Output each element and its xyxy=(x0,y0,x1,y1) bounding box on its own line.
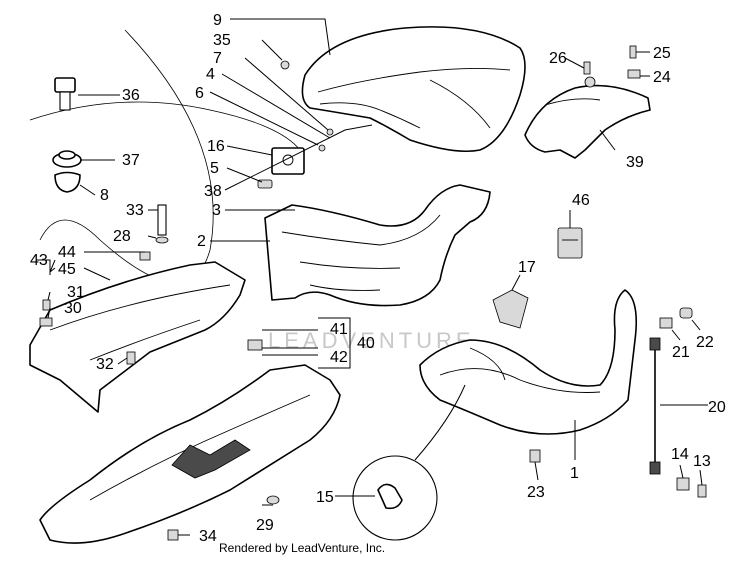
callout-17: 17 xyxy=(518,259,536,276)
callout-31: 31 xyxy=(67,284,85,301)
callout-4: 4 xyxy=(206,66,215,83)
callout-labels: 9 35 7 4 6 36 16 37 5 38 8 3 33 28 2 44 … xyxy=(30,12,726,545)
callout-22: 22 xyxy=(696,334,714,351)
callout-33: 33 xyxy=(126,202,144,219)
callout-6: 6 xyxy=(195,85,204,102)
lower-tray-part-34 xyxy=(39,364,341,544)
clip-inset-part-15 xyxy=(352,384,466,541)
callout-24: 24 xyxy=(653,69,671,86)
callout-45: 45 xyxy=(58,261,76,278)
callout-15: 15 xyxy=(316,489,334,506)
callout-25: 25 xyxy=(653,45,671,62)
callout-26: 26 xyxy=(549,50,567,67)
watermark: LEADVENTURE xyxy=(268,328,475,353)
hardware xyxy=(39,45,707,541)
callout-44: 44 xyxy=(58,244,76,261)
callout-42: 42 xyxy=(330,349,348,366)
callout-37: 37 xyxy=(122,152,140,169)
clip-part-46 xyxy=(557,227,583,259)
callout-16: 16 xyxy=(207,138,225,155)
callout-8: 8 xyxy=(100,187,109,204)
callout-2: 2 xyxy=(197,233,206,250)
callout-34: 34 xyxy=(199,528,217,545)
callout-41: 41 xyxy=(330,321,348,338)
callout-30: 30 xyxy=(64,300,82,317)
callout-9: 9 xyxy=(213,12,222,29)
callout-38: 38 xyxy=(204,183,222,200)
callout-46: 46 xyxy=(572,192,590,209)
callout-39: 39 xyxy=(626,154,644,171)
callout-13: 13 xyxy=(693,453,711,470)
callout-35: 35 xyxy=(213,32,231,49)
callout-21: 21 xyxy=(672,344,690,361)
callout-28: 28 xyxy=(113,228,131,245)
callout-29: 29 xyxy=(256,517,274,534)
callout-1: 1 xyxy=(570,465,579,482)
callout-3: 3 xyxy=(212,202,221,219)
callout-7: 7 xyxy=(213,50,222,67)
callout-14: 14 xyxy=(671,446,689,463)
callout-20: 20 xyxy=(708,399,726,416)
callout-23: 23 xyxy=(527,484,545,501)
callout-5: 5 xyxy=(210,160,219,177)
credit-text: Rendered by LeadVenture, Inc. xyxy=(219,541,386,555)
lower-body-part-1 xyxy=(419,289,638,435)
bracket-part-17 xyxy=(492,289,529,329)
rear-cowl-part-39 xyxy=(524,76,651,159)
inner-frame-part-2 xyxy=(264,184,491,307)
callout-43: 43 xyxy=(30,252,48,269)
callout-40: 40 xyxy=(357,335,375,352)
callout-36: 36 xyxy=(122,87,140,104)
strut-part-20 xyxy=(649,337,661,475)
seat-part-9 xyxy=(301,26,526,153)
battery-tray-part-45 xyxy=(29,251,246,413)
callout-32: 32 xyxy=(96,356,114,373)
leader-lines xyxy=(36,18,708,536)
guide-arc-2 xyxy=(29,101,301,151)
